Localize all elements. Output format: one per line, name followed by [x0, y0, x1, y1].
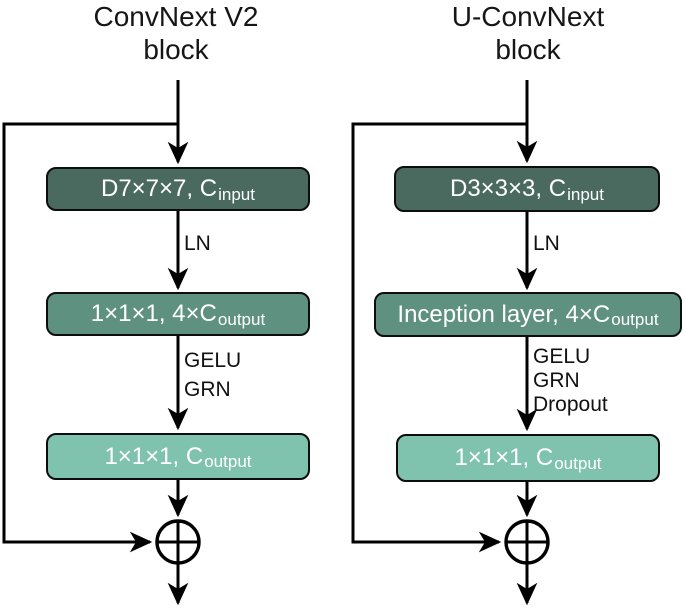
left-skip-connection-line — [2, 122, 178, 553]
box-label: D3×3×3, C — [449, 175, 567, 202]
left-block-title: ConvNext V2 block — [26, 0, 326, 66]
right-gelu-label: GELU — [533, 345, 591, 368]
box-label: 1×1×1, 4×C — [90, 300, 217, 327]
left-title-line2: block — [143, 34, 209, 65]
right-title-line2: block — [495, 34, 561, 65]
right-sum-cross — [506, 521, 548, 563]
left-activation-labels: GELU GRN — [184, 346, 241, 404]
right-ln-label: LN — [533, 232, 560, 255]
left-sum-cross — [157, 521, 199, 563]
right-dropout-label: Dropout — [533, 393, 608, 416]
left-grn-label: GRN — [184, 378, 231, 401]
box-label: 1×1×1, C — [454, 444, 554, 471]
box-label: D7×7×7, C — [100, 175, 218, 202]
right-block-title: U-ConvNext block — [378, 0, 678, 66]
left-gelu-label: GELU — [184, 349, 242, 372]
right-activation-labels: GELU GRN Dropout — [533, 345, 608, 417]
left-ln-label: LN — [184, 232, 211, 255]
box-label: Inception layer, 4×C — [397, 300, 611, 328]
box-label: 1×1×1, C — [104, 442, 204, 470]
right-skip-connection-line — [351, 122, 527, 553]
right-title-line1: U-ConvNext — [451, 1, 605, 32]
left-title-line1: ConvNext V2 — [93, 1, 259, 32]
right-grn-label: GRN — [533, 369, 580, 392]
